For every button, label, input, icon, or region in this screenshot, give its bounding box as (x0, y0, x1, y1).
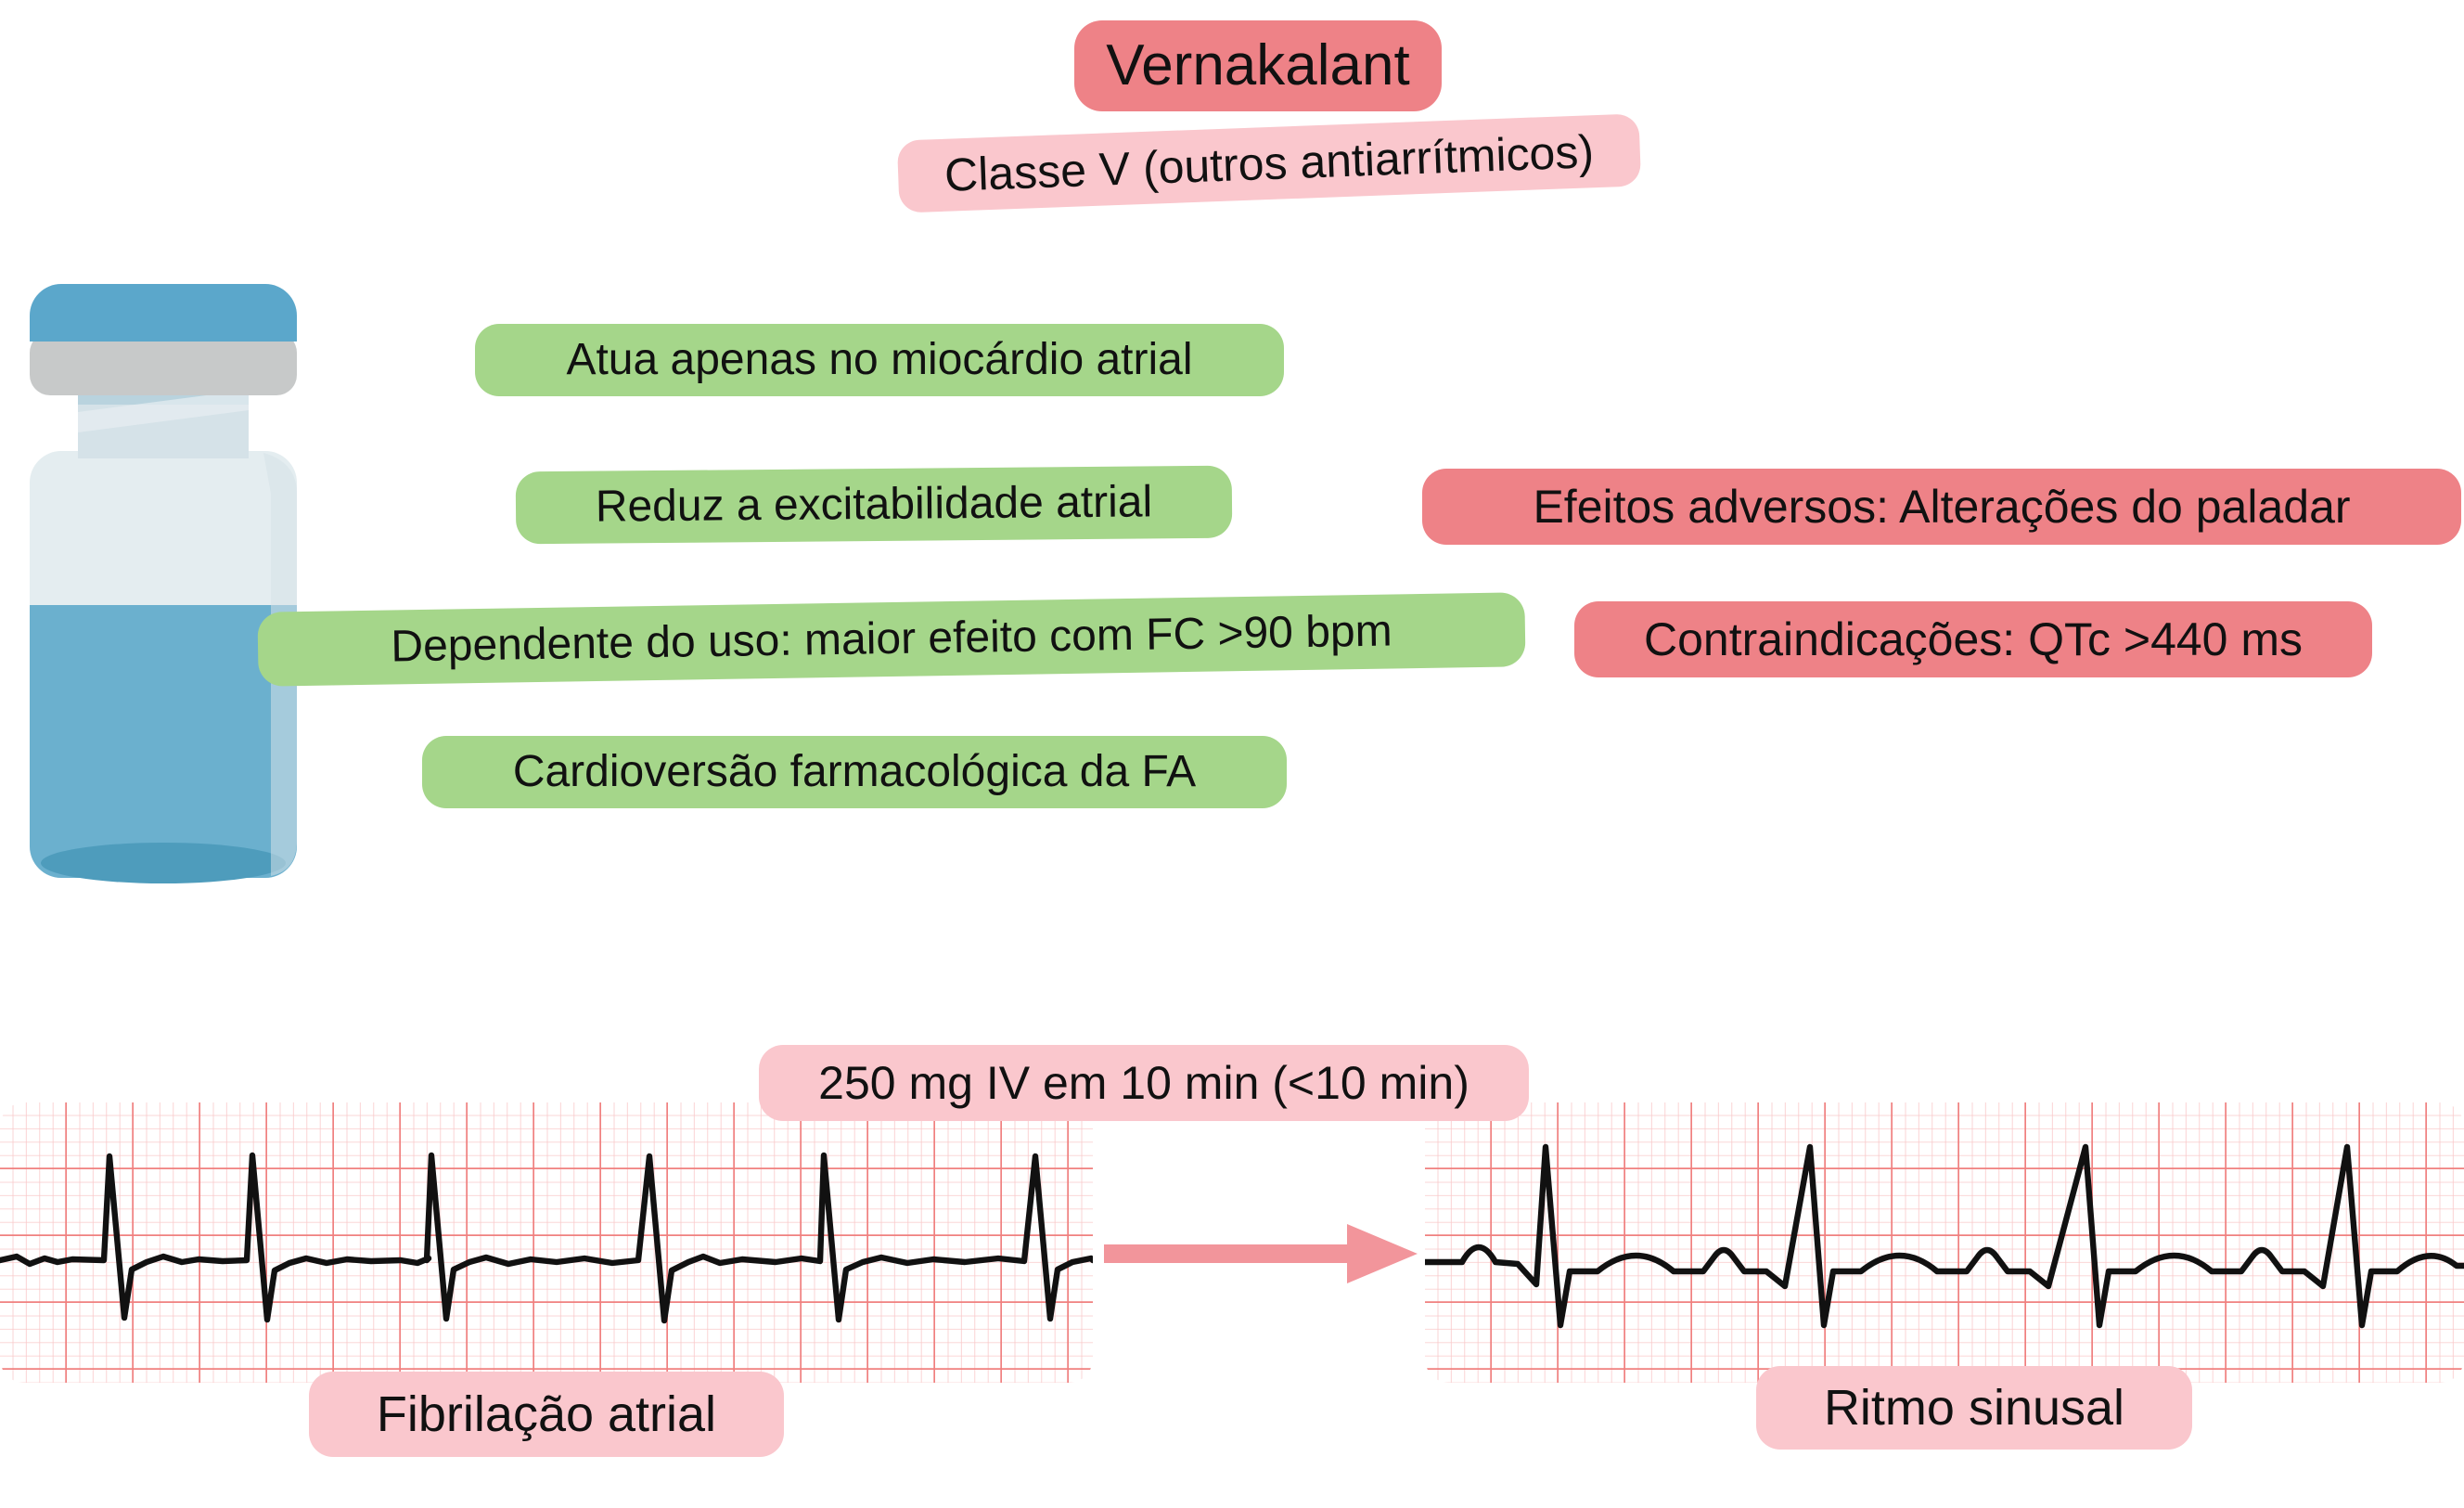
safety-item-contraindications: Contraindicações: QTc >440 ms (1574, 601, 2372, 677)
ecg-sinus-rhythm-icon (1425, 1102, 2464, 1383)
rhythm-after-label: Ritmo sinusal (1756, 1366, 2192, 1450)
ecg-atrial-fibrillation-icon (0, 1102, 1093, 1383)
mechanism-item-pharmacologic-cardioversion: Cardioversão farmacológica da FA (422, 736, 1287, 808)
safety-item-adverse-effects: Efeitos adversos: Alterações do paladar (1422, 469, 2461, 545)
rhythm-before-label: Fibrilação atrial (309, 1372, 784, 1457)
medication-vial-icon (17, 275, 310, 896)
mechanism-item-atrial-excitability: Reduz a excitabilidade atrial (515, 465, 1233, 545)
dosing-label: 250 mg IV em 10 min (<10 min) (759, 1045, 1529, 1121)
mechanism-item-atrial-myocardium: Atua apenas no miocárdio atrial (475, 324, 1284, 396)
drug-class-label: Classe V (outros antiarrítmicos) (896, 113, 1642, 213)
page-title: Vernakalant (1074, 20, 1442, 111)
mechanism-item-use-dependence: Dependente do uso: maior efeito com FC >… (257, 592, 1526, 687)
right-arrow-icon (1104, 1211, 1418, 1296)
